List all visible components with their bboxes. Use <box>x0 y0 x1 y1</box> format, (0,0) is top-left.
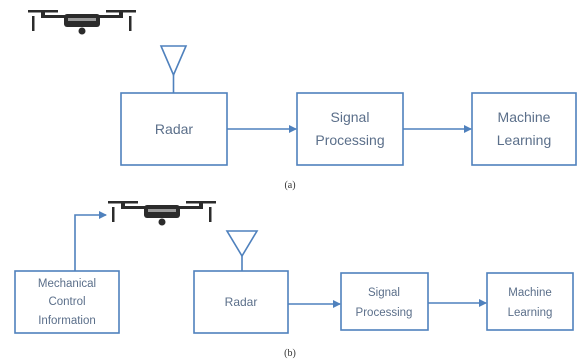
machine-learning-box: Machine Learning <box>471 92 577 166</box>
machine-learning-box: Machine Learning <box>486 272 574 331</box>
mech-label-line1: Mechanical <box>38 278 96 290</box>
arrow-mech-to-drone <box>74 211 107 271</box>
mech-label-line2: Control <box>48 296 85 308</box>
signal-processing-box: Signal Processing <box>296 92 404 166</box>
caption-b: (b) <box>284 348 296 359</box>
signal-processing-box: Signal Processing <box>340 272 429 331</box>
radar-label: Radar <box>155 121 193 137</box>
ml-label-line2: Learning <box>497 132 552 148</box>
caption-a: (a) <box>284 180 295 191</box>
panel-a: Radar Signal Processing Machine Learning… <box>28 10 577 191</box>
ml-label-line1: Machine <box>498 109 551 125</box>
drone-icon <box>108 201 216 226</box>
radar-label: Radar <box>225 295 258 309</box>
mechanical-control-box: Mechanical Control Information <box>14 270 120 334</box>
ml-label-line2: Learning <box>508 307 553 319</box>
panel-b: Mechanical Control Information Radar Sig… <box>14 201 574 359</box>
signal-label-line1: Signal <box>368 287 400 299</box>
ml-label-line1: Machine <box>508 287 551 299</box>
signal-label-line1: Signal <box>331 109 370 125</box>
radar-box: Radar <box>193 270 289 334</box>
antenna-icon <box>225 230 259 271</box>
mech-label-line3: Information <box>38 315 96 327</box>
antenna-icon <box>159 45 188 93</box>
signal-label-line2: Processing <box>315 132 384 148</box>
drone-icon <box>28 10 136 35</box>
signal-label-line2: Processing <box>356 307 413 319</box>
radar-box: Radar <box>120 92 228 166</box>
